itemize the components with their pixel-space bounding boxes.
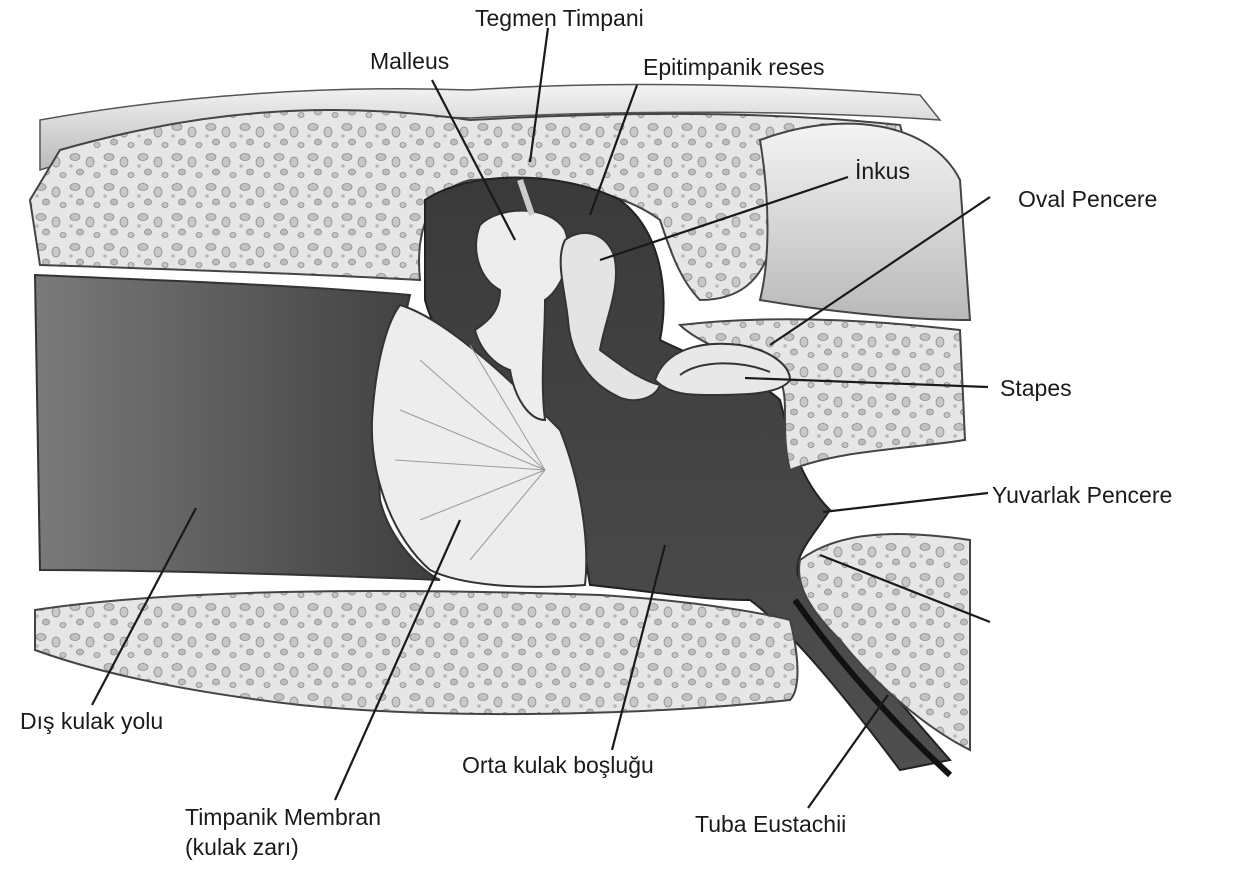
label-inkus: İnkus bbox=[855, 157, 910, 185]
inner-ear-wall bbox=[760, 124, 970, 320]
label-tegmen-timpani: Tegmen Timpani bbox=[475, 4, 644, 32]
label-dis-kulak-yolu: Dış kulak yolu bbox=[20, 707, 163, 735]
temporal-bone-bottom bbox=[35, 591, 798, 714]
label-malleus: Malleus bbox=[370, 47, 449, 75]
leader-tuba bbox=[808, 695, 888, 808]
label-orta-kulak-boslugu: Orta kulak boşluğu bbox=[462, 751, 654, 779]
label-yuvarlak-pencere: Yuvarlak Pencere bbox=[992, 481, 1172, 509]
label-tuba-eustachii: Tuba Eustachii bbox=[695, 810, 846, 838]
label-timpanik-membran: Timpanik Membran bbox=[185, 803, 381, 831]
label-oval-pencere: Oval Pencere bbox=[1018, 185, 1157, 213]
label-kulak-zari: (kulak zarı) bbox=[185, 833, 299, 861]
leader-yuvarlak bbox=[823, 493, 988, 512]
label-stapes: Stapes bbox=[1000, 374, 1072, 402]
label-epitimpanik-reses: Epitimpanik reses bbox=[643, 53, 825, 81]
